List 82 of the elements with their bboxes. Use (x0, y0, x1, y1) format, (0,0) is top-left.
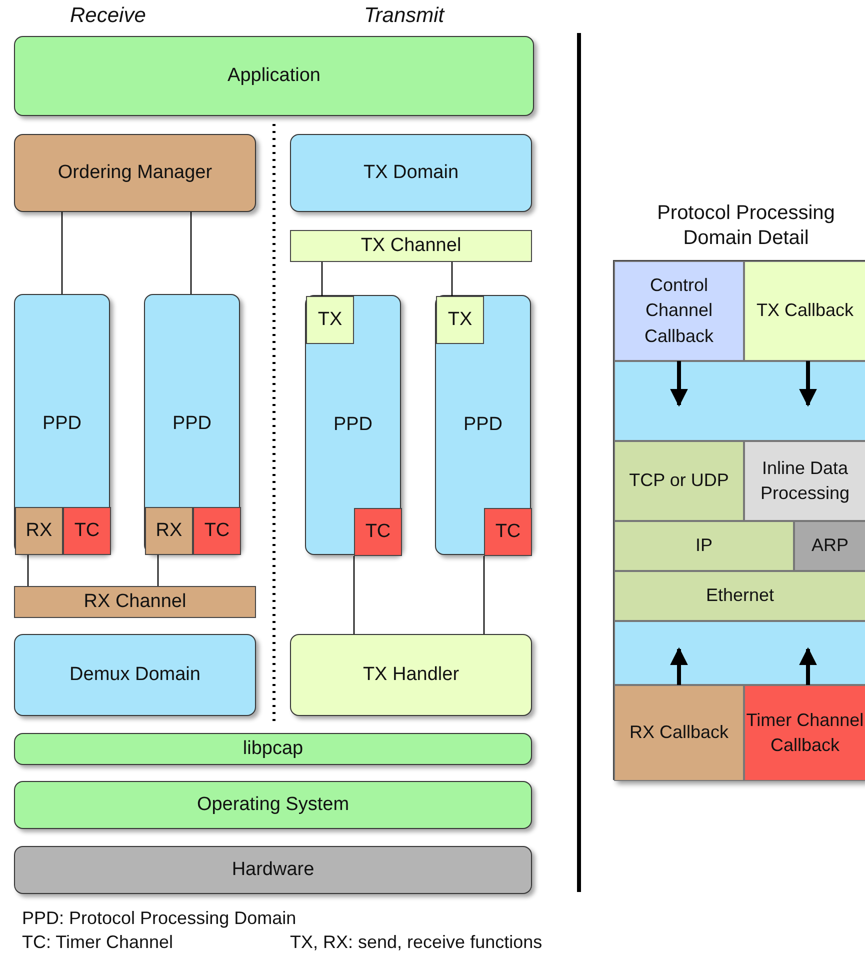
protocol-cell (794, 521, 865, 571)
block-label: Ordering Manager (58, 160, 212, 185)
block-label: PPD (42, 412, 82, 436)
callback-cell (744, 261, 865, 361)
block-label: Ethernet (706, 584, 774, 608)
hardware-layer (14, 846, 532, 894)
block-label: RX Callback (629, 721, 729, 744)
function-tab (436, 296, 484, 344)
function-tab (145, 507, 193, 555)
block-label: libpcap (242, 736, 304, 761)
ppd-block (14, 294, 110, 554)
callback-cell (614, 685, 744, 781)
block-label: Control Channel Callback (643, 274, 715, 348)
legend-note: TC: Timer Channel (22, 932, 174, 953)
column-heading: Receive (70, 4, 146, 28)
connector-line (321, 262, 323, 296)
domain-block (14, 634, 256, 716)
block-label: TC (495, 520, 521, 544)
channel-bar (14, 586, 256, 618)
protocol-cell (614, 521, 794, 571)
function-tab (306, 296, 354, 344)
legend-note: TX, RX: send, receive functions (290, 932, 542, 953)
function-tab (193, 507, 241, 555)
function-tab (484, 508, 532, 556)
connector-line (353, 556, 355, 634)
domain-block (290, 134, 532, 212)
block-label: Demux Domain (70, 662, 200, 687)
block-label: TX Channel (360, 234, 462, 258)
block-label: TC (365, 520, 391, 544)
connector-line (157, 555, 159, 586)
block-label: TX Callback (756, 299, 854, 322)
block-label: PPD (172, 412, 212, 436)
column-heading: Transmit (364, 4, 444, 28)
block-label: RX Channel (84, 590, 186, 614)
block-label: PPD (333, 412, 373, 437)
block-label: TX (448, 308, 472, 332)
arrow (799, 361, 817, 407)
block-label: RX (156, 518, 182, 543)
arrow (670, 361, 688, 407)
callback-cell (614, 261, 744, 361)
function-tab (63, 507, 111, 555)
connector-line (483, 556, 485, 634)
function-tab (354, 508, 402, 556)
block-label: Timer Channel Callback (745, 708, 865, 757)
connector-line (27, 555, 29, 586)
protocol-cell (614, 441, 744, 521)
protocol-cell (614, 571, 865, 621)
block-label: PPD (463, 412, 503, 437)
library-layer (14, 733, 532, 765)
block-label: RX (26, 518, 52, 543)
os-layer (14, 781, 532, 829)
connector-line (190, 212, 192, 294)
block-label: Operating System (196, 792, 350, 817)
ppd-block (435, 295, 531, 555)
function-tab (15, 507, 63, 555)
application-layer (14, 36, 534, 116)
block-label: TC (74, 518, 100, 543)
block-label: ARP (811, 534, 848, 558)
ppd-block (305, 295, 401, 555)
block-label: TX Handler (362, 662, 460, 687)
block-label: TX Domain (363, 160, 459, 185)
block-label: TX (318, 308, 342, 332)
arrow (670, 647, 688, 685)
domain-band (614, 361, 865, 441)
arrow (799, 647, 817, 685)
processing-cell (744, 441, 865, 521)
legend-note: PPD: Protocol Processing Domain (22, 908, 296, 929)
ppd-block (144, 294, 240, 554)
handler-block (290, 634, 532, 716)
connector-line (451, 262, 453, 296)
block-label: TC (204, 518, 230, 543)
callback-cell (744, 685, 865, 781)
block-label: Hardware (232, 858, 314, 882)
block-label: TCP or UDP (629, 469, 729, 492)
domain-band (614, 621, 865, 685)
channel-bar (290, 230, 532, 262)
block-label: Application (228, 64, 320, 88)
block-label: IP (695, 534, 712, 558)
connector-line (61, 212, 63, 294)
block-label: Inline Data Processing (759, 456, 851, 505)
panel-heading: Protocol Processing Domain Detail (656, 201, 836, 251)
manager-block (14, 134, 256, 212)
